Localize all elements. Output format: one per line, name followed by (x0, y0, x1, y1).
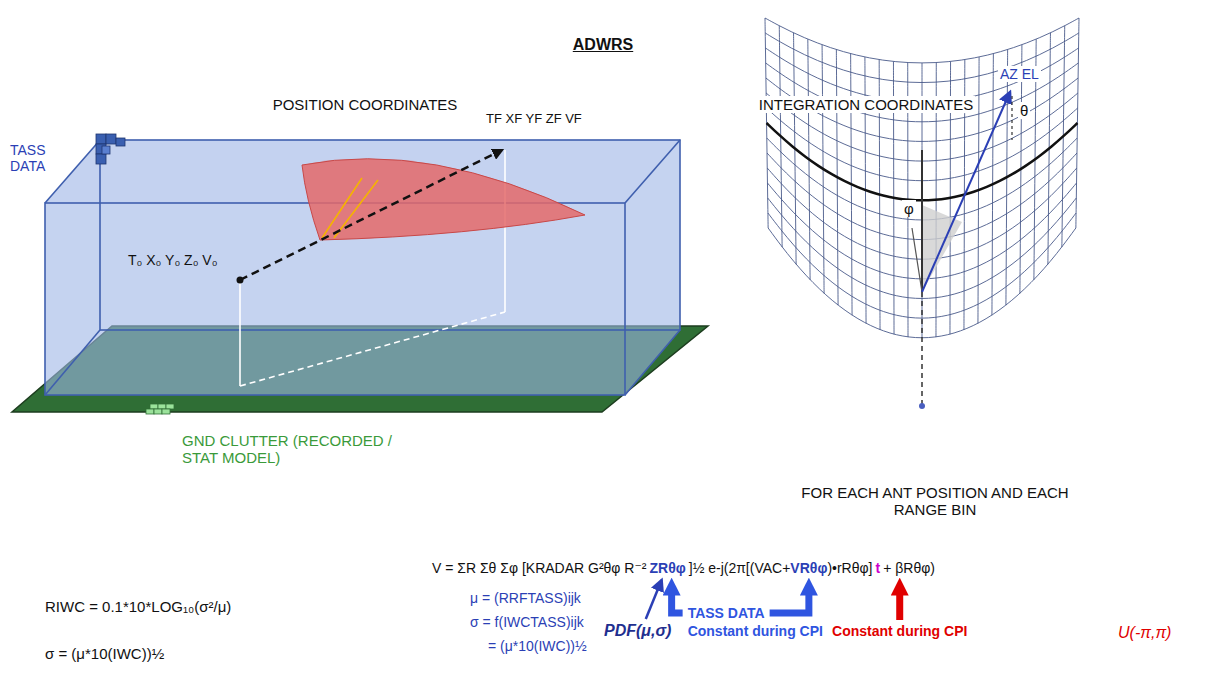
callout-arrow (896, 592, 903, 620)
radar-sector (302, 159, 585, 240)
integration-grid (765, 18, 1079, 338)
callout-label: TASS DATA (688, 605, 765, 621)
equation-term: ZRθφ (650, 560, 686, 576)
tass-volume (45, 140, 680, 395)
antenna-point (919, 403, 925, 409)
grid-line (765, 18, 1079, 63)
callout-label: PDF(μ,σ) (604, 622, 671, 640)
diagram-title: ADWRS (0, 36, 1206, 54)
callout-label: Constant during CPI (688, 623, 823, 639)
antenna-mast (921, 292, 923, 405)
callout-label: Constant during CPI (832, 623, 967, 639)
angle-symbol: φ (902, 200, 916, 217)
az-el-vector (922, 92, 1010, 292)
equation-term: )•rRθφ] (827, 560, 872, 576)
clutter-label: GND CLUTTER (RECORDED / STAT MODEL) (182, 432, 422, 467)
note: FOR EACH ANT POSITION AND EACH RANGE BIN (790, 484, 1080, 519)
section-heading: INTEGRATION COORDINATES (757, 96, 975, 113)
formula: = (μ*10(IWC))½ (488, 638, 587, 654)
formula: σ = f(IWCTASS)ijk (470, 614, 584, 630)
formula: σ = (μ*10(IWC))½ (45, 645, 164, 662)
end-state: TF XF YF ZF VF (486, 112, 582, 127)
callout-label: U(-π,π) (1118, 624, 1171, 642)
section-heading: POSITION COORDINATES (273, 96, 458, 113)
clutter-cells (146, 404, 174, 414)
angle-label: AZ EL (998, 66, 1041, 82)
equation-term: ]½ e-j(2π[(VAC+ (689, 560, 791, 576)
boresight-line (921, 150, 923, 292)
equation-term: V = ΣR Σθ Σφ [KRADAR G²θφ R⁻² (432, 560, 647, 576)
formula: μ = (RRFTASS)ijk (470, 590, 581, 606)
callout-arrow (770, 592, 809, 613)
angle-symbol: θ (1018, 102, 1030, 119)
equation: V = ΣR Σθ Σφ [KRADAR G²θφ R⁻²ZRθφ]½ e-j(… (432, 560, 935, 576)
equation-term: VRθφ (790, 560, 827, 576)
phi-line (912, 228, 922, 292)
theta-marker (1011, 96, 1012, 140)
callout-arrow (646, 580, 662, 619)
equation-term: t (875, 560, 880, 576)
beam-lines (322, 178, 378, 238)
callout-arrow (672, 592, 683, 613)
voxel-cubes (96, 134, 125, 164)
start-point (237, 277, 244, 284)
flight-path (240, 150, 502, 280)
box-edges (45, 140, 680, 395)
formula: RIWC = 0.1*10*LOG₁₀(σ²/μ) (45, 598, 231, 615)
start-state: T₀ X₀ Y₀ Z₀ V₀ (128, 252, 217, 268)
volume-label: TASS DATA (10, 142, 56, 174)
equation-term: + βRθφ) (883, 560, 935, 576)
